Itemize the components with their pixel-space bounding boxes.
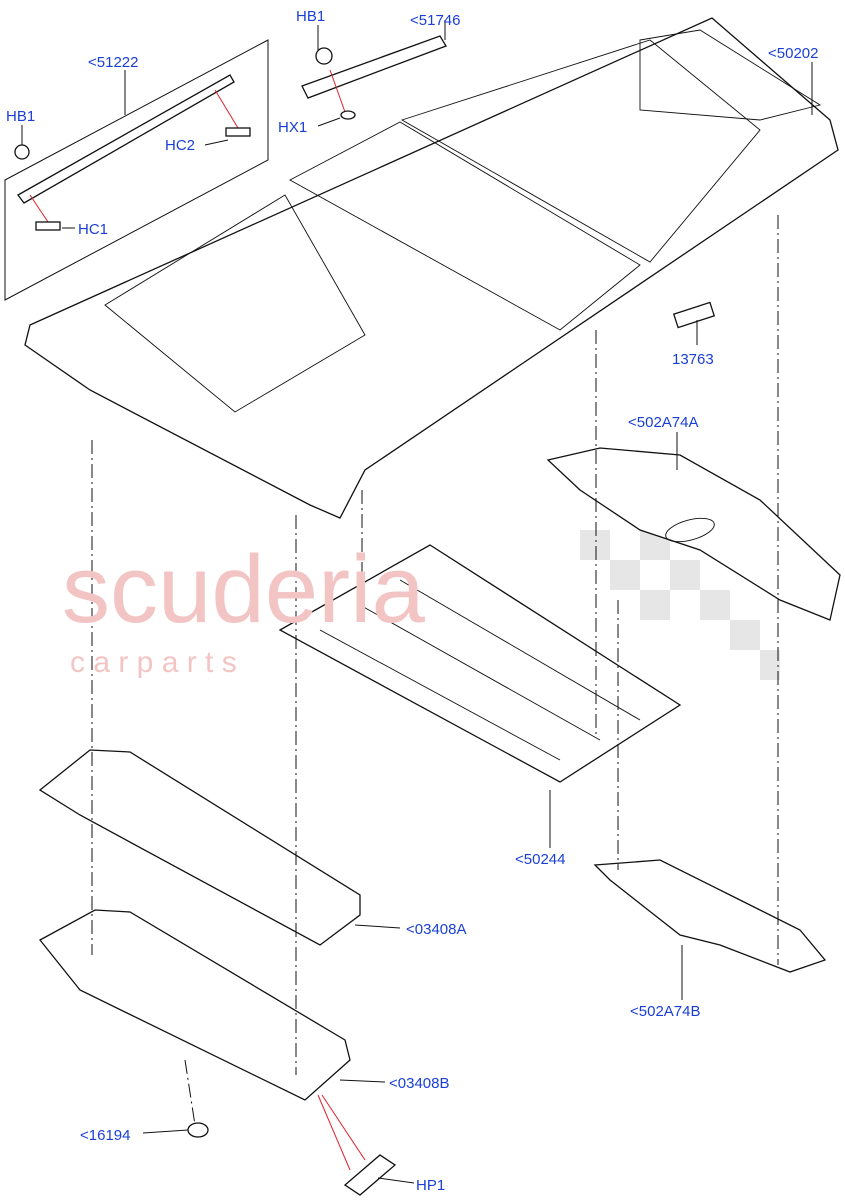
callout-hc2: HC2: [165, 137, 195, 154]
leader-lines: [21, 20, 813, 1184]
callout-13763: 13763: [672, 351, 714, 368]
callout-hc1: HC1: [78, 221, 108, 238]
callout-hb1-top: HB1: [296, 8, 325, 25]
callout-16194: <16194: [80, 1127, 130, 1144]
part-50244-panel: [278, 544, 682, 783]
callout-03408A: <03408A: [406, 921, 466, 938]
callout-hp1: HP1: [416, 1177, 445, 1194]
callout-502A74B: <502A74B: [630, 1003, 700, 1020]
part-50202-roof: [24, 17, 839, 519]
part-13763-badge: [672, 301, 716, 329]
part-HP1-pad: [343, 1154, 397, 1196]
part-03408B-panel: [39, 909, 351, 1101]
part-16194-clip: [187, 1122, 209, 1138]
watermark-subtext: c a r p a r t s: [70, 646, 237, 679]
callout-hx1: HX1: [278, 119, 307, 136]
callout-51746: <51746: [410, 12, 460, 29]
callout-hb1-left: HB1: [6, 108, 35, 125]
callout-50202: <50202: [768, 45, 818, 62]
callout-50244: <50244: [515, 851, 565, 868]
part-502A74A-bracket: [546, 447, 841, 621]
inset-frame: [4, 39, 269, 301]
callout-51222: <51222: [88, 54, 138, 71]
callout-03408B: <03408B: [389, 1075, 449, 1092]
part-502A74A-opening: [665, 517, 715, 543]
alignment-lines: [91, 215, 779, 1126]
callout-502A74A: <502A74A: [628, 414, 698, 431]
part-03408A-panel: [38, 749, 361, 946]
part-51222-strip: [14, 74, 251, 231]
part-51746-strip: [301, 35, 447, 120]
part-502A74B-bracket: [593, 859, 827, 973]
